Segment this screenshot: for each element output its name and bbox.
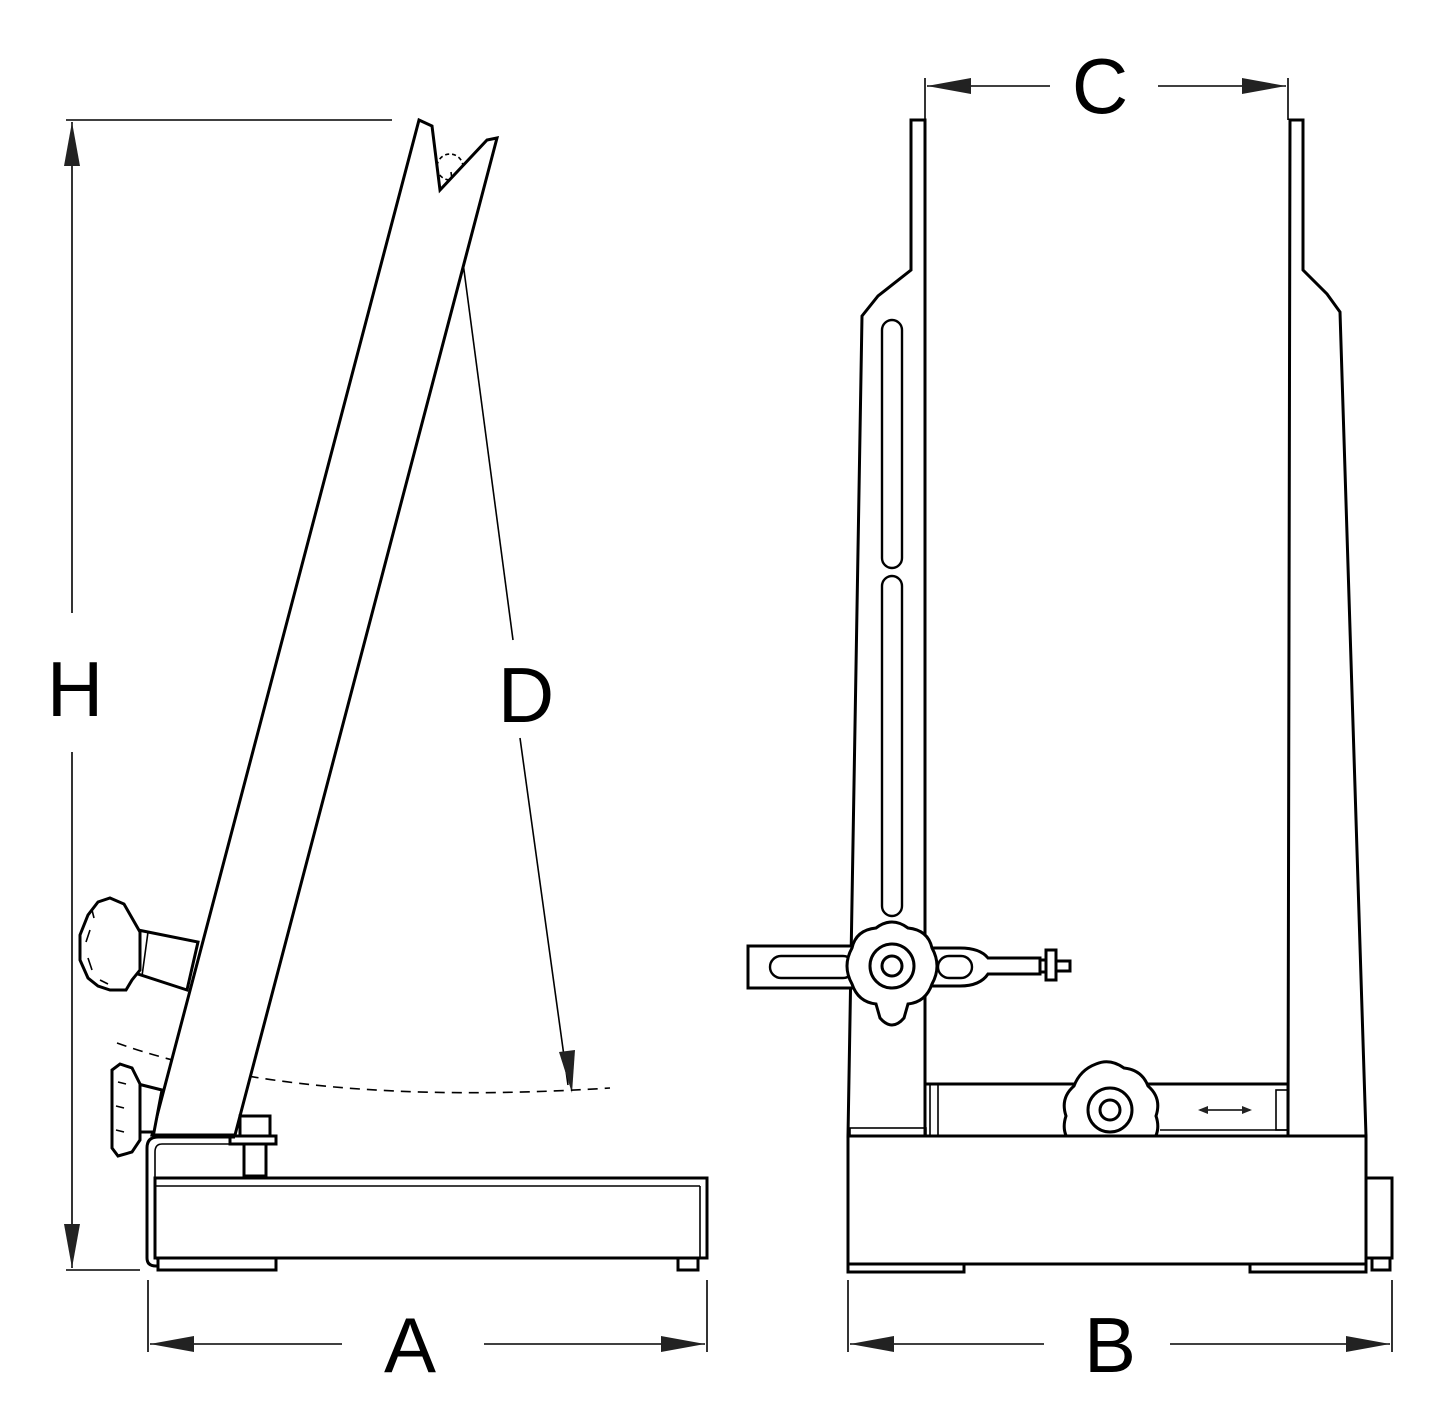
arrow-b-left bbox=[850, 1336, 894, 1352]
front-view: C B bbox=[746, 42, 1394, 1389]
dimension-b: B bbox=[847, 1280, 1393, 1389]
inclined-arm bbox=[150, 117, 500, 1137]
arrow-h-top bbox=[64, 122, 80, 166]
front-foot-side bbox=[1370, 1256, 1392, 1272]
upright-slot-lower bbox=[880, 574, 904, 918]
dimension-a: A bbox=[147, 1280, 708, 1389]
arrow-h-bottom bbox=[64, 1224, 80, 1268]
adjust-arrow-right bbox=[1242, 1106, 1252, 1114]
front-foot-left bbox=[846, 1262, 966, 1274]
lower-knob bbox=[110, 1062, 164, 1158]
left-upright bbox=[846, 118, 927, 1138]
label-b: B bbox=[1084, 1301, 1136, 1389]
caliper-bar-left bbox=[746, 944, 860, 990]
arrow-a-left bbox=[150, 1336, 194, 1352]
u-bracket-outer bbox=[145, 1135, 235, 1268]
dimension-h: H bbox=[47, 119, 392, 1271]
radius-line-d-lower bbox=[519, 737, 569, 1086]
upper-knob-shaft-edge bbox=[141, 931, 149, 977]
front-base-side-plate bbox=[1364, 1176, 1394, 1260]
side-base bbox=[153, 1176, 709, 1260]
right-upright bbox=[1286, 118, 1368, 1138]
upper-knob bbox=[78, 896, 200, 992]
front-base bbox=[846, 1134, 1368, 1266]
label-h: H bbox=[47, 645, 103, 733]
caliper-knob-hub bbox=[880, 954, 904, 978]
dimension-c: C bbox=[924, 42, 1289, 130]
caliper-arm-right bbox=[930, 946, 1042, 988]
side-foot-left bbox=[156, 1256, 278, 1272]
arrow-c-left bbox=[927, 78, 971, 94]
side-foot-right bbox=[676, 1256, 700, 1272]
lower-knob-grip-ridges bbox=[115, 1081, 127, 1133]
upper-knob-grip bbox=[78, 896, 142, 992]
caliper-pointer-tip bbox=[1054, 959, 1072, 973]
arrow-b-right bbox=[1346, 1336, 1390, 1352]
caliper-assembly bbox=[746, 920, 1072, 1027]
label-d: D bbox=[498, 651, 554, 739]
crossbar-knob-hub bbox=[1098, 1098, 1122, 1122]
upper-knob-grip-ridges bbox=[85, 909, 109, 985]
base-clamp-bolt bbox=[228, 1114, 278, 1178]
arrow-c-right bbox=[1242, 78, 1286, 94]
label-c: C bbox=[1072, 42, 1128, 130]
upright-slot-upper bbox=[880, 318, 904, 570]
side-view: H A D bbox=[47, 117, 709, 1389]
front-foot-right bbox=[1248, 1262, 1368, 1274]
adjust-arrow-left bbox=[1198, 1106, 1208, 1114]
lower-knob-grip bbox=[110, 1062, 142, 1158]
bolt-shank bbox=[242, 1142, 268, 1178]
arrow-d bbox=[559, 1050, 575, 1093]
label-a: A bbox=[384, 1301, 436, 1389]
arrow-a-right bbox=[661, 1336, 705, 1352]
swing-arc-d bbox=[116, 1042, 611, 1094]
